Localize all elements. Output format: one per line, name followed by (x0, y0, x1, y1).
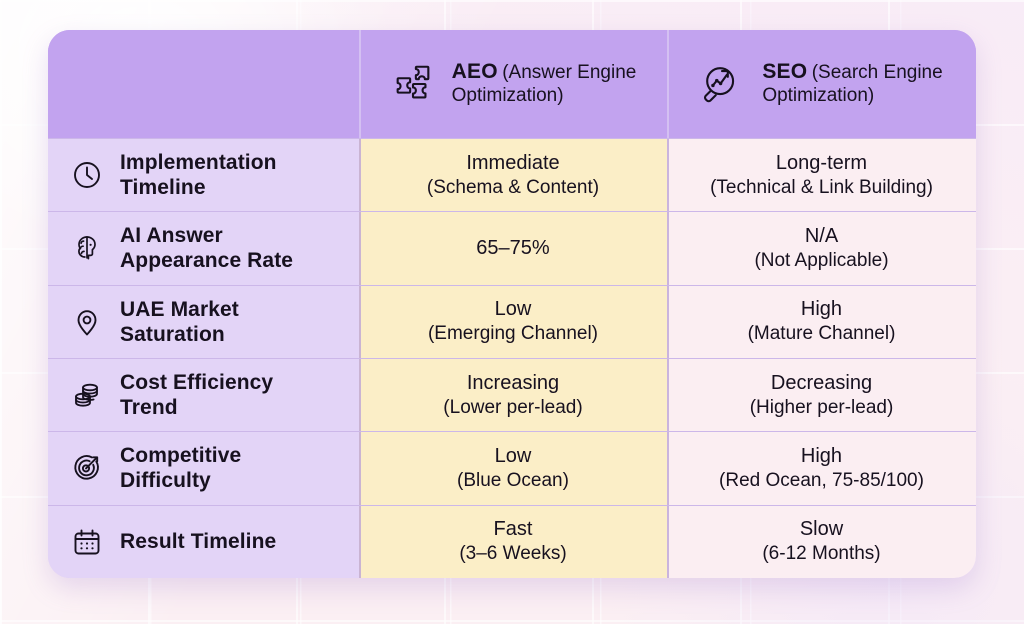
table-row: AI Answer Appearance Rate 65–75% N/A (No… (48, 211, 976, 285)
row-seo-cell: Long-term (Technical & Link Building) (667, 139, 976, 212)
aeo-value-sub: (Lower per-lead) (443, 396, 583, 418)
seo-value-main: N/A (804, 225, 839, 248)
location-pin-icon (70, 305, 104, 339)
row-label-text: Implementation Timeline (120, 150, 277, 200)
row-label-cell: Cost Efficiency Trend (48, 358, 359, 432)
row-seo-cell: N/A (Not Applicable) (667, 212, 976, 285)
row-seo-cell: Slow (6-12 Months) (667, 505, 976, 578)
aeo-value-main: Fast (493, 518, 533, 541)
row-label-cell: Implementation Timeline (48, 139, 359, 212)
row-label-text: Cost Efficiency Trend (120, 370, 274, 420)
aeo-value-sub: (Schema & Content) (426, 176, 600, 198)
table-header-row: AEO (Answer Engine Optimization) SEO (Se… (48, 30, 976, 138)
aeo-value-main: Low (494, 298, 532, 321)
seo-value-main: High (800, 298, 843, 321)
header-cell-seo: SEO (Search Engine Optimization) (667, 30, 976, 138)
row-label-text: Competitive Difficulty (120, 444, 242, 493)
row-label-text: AI Answer Appearance Rate (120, 224, 294, 273)
row-label-cell: UAE Market Saturation (48, 285, 359, 358)
header-cell-aeo: AEO (Answer Engine Optimization) (359, 30, 667, 138)
table-row: Result Timeline Fast (3–6 Weeks) Slow (6… (48, 504, 976, 578)
row-aeo-cell: Increasing (Lower per-lead) (359, 358, 667, 432)
header-seo-text: SEO (Search Engine Optimization) (762, 60, 942, 107)
aeo-value-sub: (3–6 Weeks) (459, 543, 567, 565)
seo-value-sub: (Red Ocean, 75-85/100) (719, 470, 924, 492)
seo-value-main: Slow (799, 518, 844, 541)
clock-icon (70, 158, 104, 192)
row-aeo-cell: Immediate (Schema & Content) (359, 139, 667, 212)
row-seo-cell: High (Red Ocean, 75-85/100) (667, 432, 976, 505)
table-row: UAE Market Saturation Low (Emerging Chan… (48, 284, 976, 359)
seo-value-main: High (800, 445, 843, 468)
calendar-icon (70, 525, 104, 559)
aeo-value-main: Immediate (466, 151, 560, 174)
row-seo-cell: Decreasing (Higher per-lead) (667, 358, 976, 432)
ai-brain-head-icon (70, 231, 104, 265)
aeo-value-sub: (Emerging Channel) (427, 323, 599, 345)
header-cell-criteria (48, 30, 359, 138)
row-label-text: Result Timeline (120, 530, 277, 554)
seo-value-sub: (Technical & Link Building) (710, 176, 933, 198)
seo-value-main: Decreasing (770, 371, 873, 394)
seo-value-sub: (6-12 Months) (762, 543, 881, 565)
comparison-table: AEO (Answer Engine Optimization) SEO (Se… (48, 30, 976, 578)
row-aeo-cell: Fast (3–6 Weeks) (359, 505, 667, 578)
table-row: Competitive Difficulty Low (Blue Ocean) … (48, 431, 976, 505)
row-aeo-cell: Low (Emerging Channel) (359, 285, 667, 359)
header-seo-subtitle: (Search Engine Optimization) (762, 62, 943, 107)
aeo-value-main: Increasing (466, 371, 560, 394)
aeo-value-sub: (Blue Ocean) (457, 470, 569, 492)
row-label-text: UAE Market Saturation (120, 297, 239, 346)
aeo-value-main: Low (494, 445, 532, 468)
aeo-value-main: 65–75% (476, 236, 550, 259)
row-label-cell: AI Answer Appearance Rate (48, 212, 359, 285)
seo-value-sub: (Higher per-lead) (749, 396, 894, 418)
header-aeo-title: AEO (451, 60, 498, 84)
seo-value-sub: (Mature Channel) (747, 323, 896, 345)
table-row: Cost Efficiency Trend Increasing (Lower … (48, 357, 976, 432)
header-seo-title: SEO (762, 60, 808, 84)
magnifier-trend-icon (700, 61, 746, 107)
seo-value-sub: (Not Applicable) (754, 250, 889, 272)
coins-stack-icon (70, 378, 104, 412)
row-label-cell: Result Timeline (48, 505, 359, 578)
row-seo-cell: High (Mature Channel) (667, 285, 976, 359)
header-aeo-subtitle: (Answer Engine Optimization) (451, 62, 637, 107)
puzzle-pieces-icon (390, 61, 436, 107)
header-aeo-text: AEO (Answer Engine Optimization) (452, 60, 637, 107)
row-label-cell: Competitive Difficulty (48, 432, 359, 505)
seo-value-main: Long-term (775, 151, 868, 174)
row-aeo-cell: 65–75% (359, 212, 667, 285)
target-dart-icon (70, 451, 104, 485)
table-row: Implementation Timeline Immediate (Schem… (48, 138, 976, 212)
row-aeo-cell: Low (Blue Ocean) (359, 432, 667, 505)
